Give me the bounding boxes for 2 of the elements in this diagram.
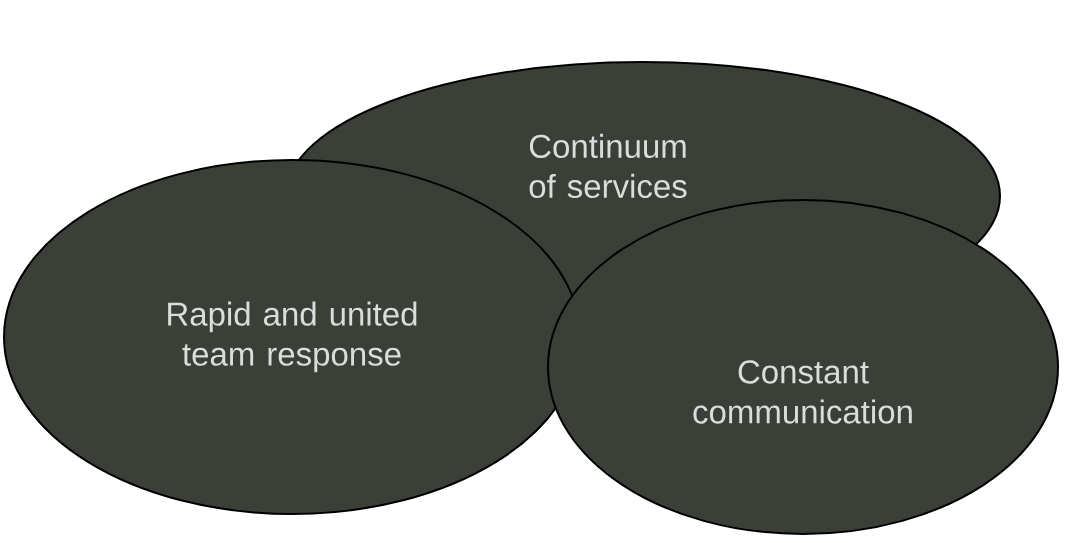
node-label: Constant communication [693, 360, 912, 424]
ellipse-node: Constant communication [547, 199, 1059, 535]
